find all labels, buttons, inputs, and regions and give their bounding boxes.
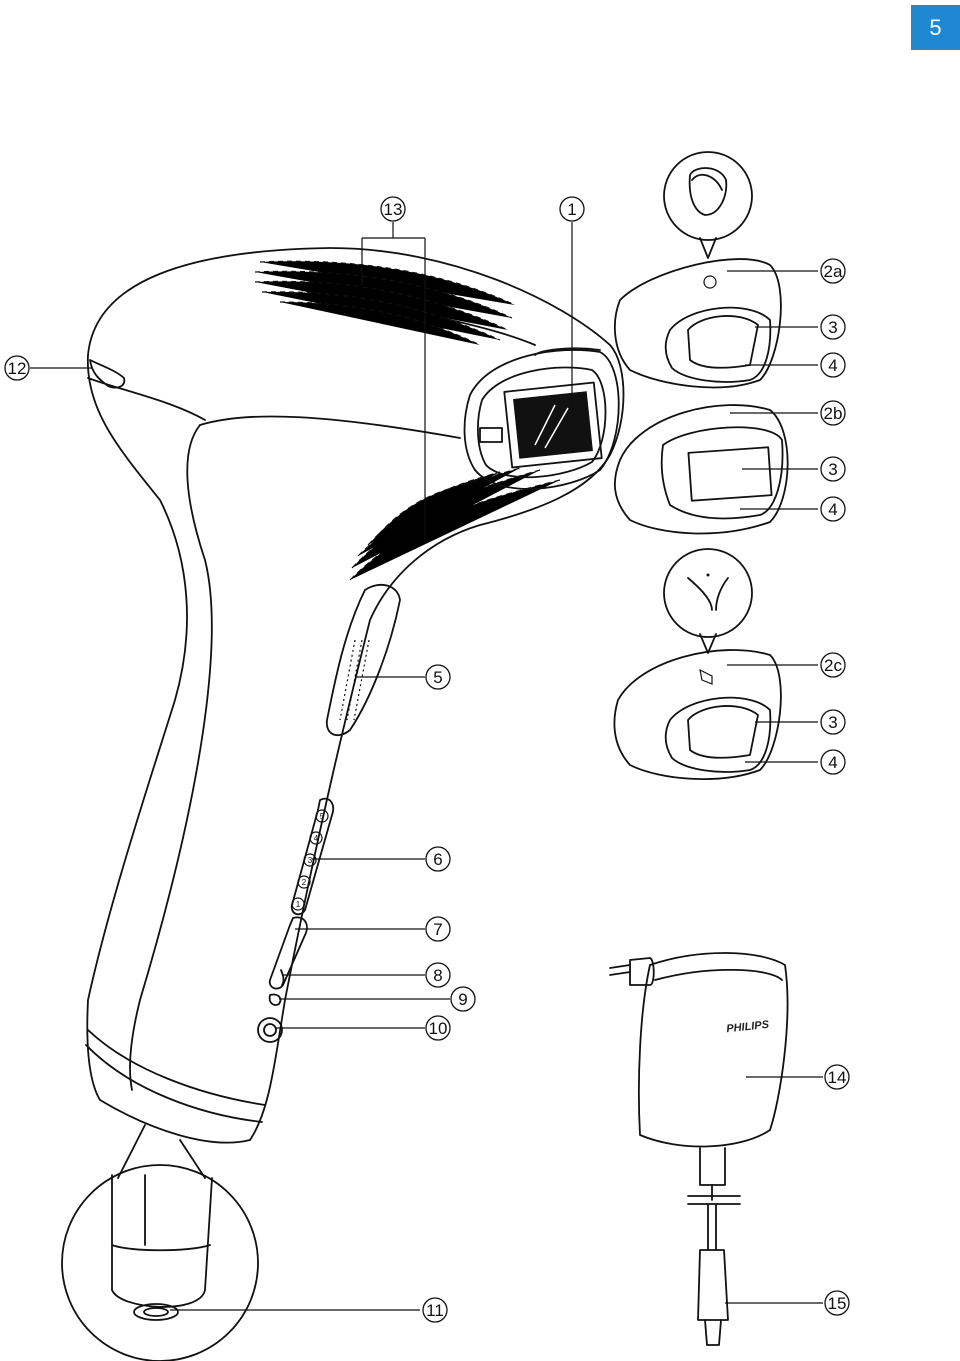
callout-number: 7 [433,920,442,939]
adapter-brand: PHILIPS [726,1019,770,1035]
callout-13: 13 [380,196,406,222]
callout-number: 3 [828,318,837,337]
callout-4c: 4 [820,749,846,775]
light-exit-window [463,347,620,490]
callout-number: 5 [433,668,442,687]
callout-3a: 3 [820,314,846,340]
callout-number: 4 [828,753,837,772]
callout-number: 2c [824,656,842,675]
callout-number: 6 [433,850,442,869]
callout-number: 4 [828,356,837,375]
control-buttons [257,916,308,1043]
callout-10: 10 [425,1015,451,1041]
callout-number: 14 [828,1068,847,1087]
callout-5: 5 [425,664,451,690]
ventilation-grille-top [254,260,516,346]
intensity-level-2: 2 [302,878,307,887]
page-number-badge: 5 [911,5,960,50]
callout-3c: 3 [820,709,846,735]
callout-8: 8 [425,962,451,988]
callout-9: 9 [450,986,476,1012]
callout-number: 2a [824,262,843,281]
callout-number: 8 [433,966,442,985]
callout-4a: 4 [820,352,846,378]
callout-labels: 1 2a 3 4 2b 3 4 2c 3 4 5 6 7 8 9 10 11 1… [4,196,850,1323]
intensity-level-3: 3 [308,856,313,865]
callout-number: 4 [828,500,837,519]
intensity-level-4: 4 [314,834,319,843]
intensity-level-5: 5 [320,812,325,821]
callout-12: 12 [4,355,30,381]
socket-detail-zoom [61,1124,259,1361]
callout-2b: 2b [820,400,846,426]
appliance-plug [687,1195,741,1346]
callout-number: 15 [828,1294,847,1313]
callout-3b: 3 [820,456,846,482]
callout-number: 1 [567,200,576,219]
callout-number: 12 [8,359,27,378]
bikini-attachment [613,548,782,780]
callout-7: 7 [425,916,451,942]
callout-number: 9 [458,990,467,1009]
callout-number: 10 [429,1019,448,1038]
callout-4b: 4 [820,496,846,522]
face-attachment [614,151,782,389]
intensity-lights: 5 4 3 2 1 [290,797,335,916]
page-number: 5 [929,14,942,40]
power-adapter: PHILIPS [609,952,789,1201]
body-attachment [614,404,789,535]
intensity-level-1: 1 [296,900,301,909]
callout-number: 3 [828,460,837,479]
callout-number: 3 [828,713,837,732]
callout-number: 13 [384,200,403,219]
callout-2a: 2a [820,258,846,284]
callout-1: 1 [559,196,585,222]
callout-6: 6 [425,846,451,872]
callout-number: 11 [426,1301,444,1320]
callout-15: 15 [824,1290,850,1316]
ventilation-grille-bottom [349,467,561,581]
leader-lines [30,222,823,1311]
device-body [85,247,625,1144]
callout-14: 14 [824,1064,850,1090]
callout-2c: 2c [820,652,846,678]
flash-button [326,583,401,737]
callout-number: 2b [824,404,843,423]
callout-11: 11 [422,1297,448,1323]
